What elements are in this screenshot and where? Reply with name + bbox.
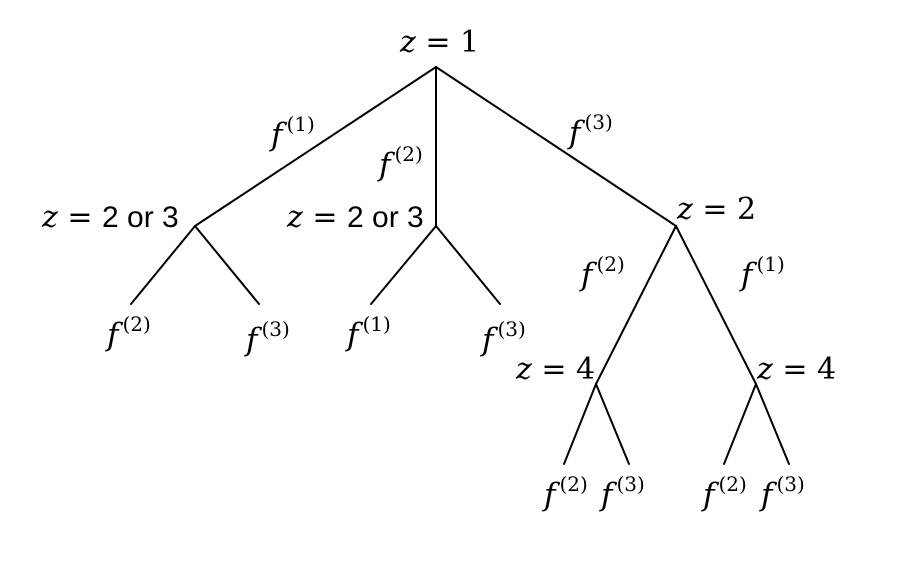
- node-mid-var: z: [286, 200, 303, 235]
- edge-rl-b: [595, 383, 630, 465]
- edge-right-rl: [595, 225, 677, 385]
- node-root-label: z = 1: [399, 25, 479, 60]
- edge-label-left-b: f(3): [244, 317, 290, 358]
- node-rl-label: z = 4: [515, 352, 595, 387]
- edge-rr-b: [755, 383, 790, 465]
- node-rr-eq: =: [773, 352, 817, 387]
- edge-label-rr-a: f(2): [701, 472, 747, 513]
- node-rr-var: z: [756, 352, 773, 387]
- node-rr-label: z = 4: [756, 352, 836, 387]
- node-root-eq: =: [416, 25, 460, 60]
- node-left-var: z: [41, 200, 58, 235]
- node-mid-label: z = 2 or 3: [286, 200, 424, 235]
- node-right-value: 2: [737, 192, 756, 227]
- edge-left-b: [194, 225, 260, 305]
- node-root-value: 1: [460, 25, 479, 60]
- node-rr-value: 4: [817, 352, 836, 387]
- edge-rl-a: [563, 383, 597, 465]
- node-right-var: z: [676, 192, 693, 227]
- edge-label-rl-b: f(3): [599, 472, 645, 513]
- edge-label-rl-a: f(2): [542, 472, 588, 513]
- edge-rr-a: [723, 383, 757, 465]
- node-rl-var: z: [515, 352, 532, 387]
- edge-left-a: [130, 225, 196, 305]
- edge-root-right: [435, 66, 677, 227]
- edge-label-root-right: f(3): [567, 110, 613, 151]
- edge-label-right-rl: f(2): [579, 252, 625, 293]
- edge-mid-b: [435, 225, 501, 305]
- edge-label-right-rr: f(1): [739, 252, 785, 293]
- node-left-eq: =: [58, 200, 102, 235]
- node-rl-eq: =: [532, 352, 576, 387]
- node-rl-value: 4: [576, 352, 595, 387]
- edge-label-mid-a: f(1): [345, 312, 391, 353]
- node-right-eq: =: [693, 192, 737, 227]
- node-right-label: z = 2: [676, 192, 756, 227]
- edge-label-left-a: f(2): [105, 312, 151, 353]
- edge-right-rr: [675, 225, 757, 385]
- edge-label-mid-b: f(3): [480, 317, 526, 358]
- edge-label-rr-b: f(3): [759, 472, 805, 513]
- edge-label-root-left: f(1): [269, 112, 315, 153]
- edge-mid-a: [370, 225, 437, 305]
- node-root-var: z: [399, 25, 416, 60]
- edge-root-left: [194, 66, 437, 227]
- edge-label-root-mid: f(2): [377, 142, 423, 183]
- node-mid-eq: =: [303, 200, 347, 235]
- node-mid-value: 2 or 3: [347, 201, 424, 234]
- node-left-value: 2 or 3: [102, 201, 179, 234]
- node-left-label: z = 2 or 3: [41, 200, 179, 235]
